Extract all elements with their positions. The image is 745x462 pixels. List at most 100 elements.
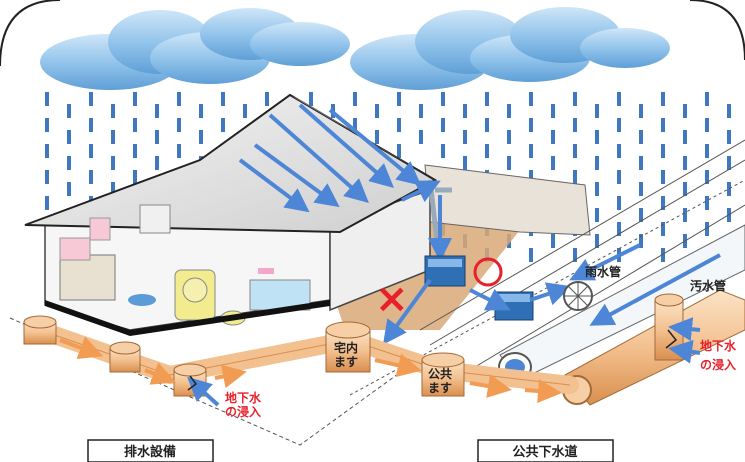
raindrop [67, 130, 71, 144]
raindrop [397, 118, 401, 132]
raindrop [89, 118, 93, 132]
raindrop [551, 156, 555, 170]
raindrop [177, 118, 181, 132]
raindrop [661, 92, 665, 106]
raindrop [177, 144, 181, 158]
groundwater-right-line2: の浸入 [700, 357, 736, 372]
raindrop [595, 130, 599, 144]
raindrop [639, 156, 643, 170]
raindrop [111, 156, 115, 170]
raindrop [45, 170, 49, 184]
masu-left-2 [109, 341, 141, 373]
raindrop [353, 118, 357, 132]
masu-takunai [325, 321, 371, 373]
rain-inspection-box [424, 255, 534, 321]
raindrop [573, 144, 577, 158]
raindrop [507, 130, 511, 144]
raindrop [617, 118, 621, 132]
raindrop [639, 104, 643, 118]
raindrop [243, 104, 247, 118]
sewage-pipe-label: 汚水管 [690, 278, 726, 293]
raindrop [441, 118, 445, 132]
raindrop [683, 208, 687, 222]
raindrop [397, 144, 401, 158]
raindrop [133, 92, 137, 106]
raindrop [111, 104, 115, 118]
raindrop [551, 130, 555, 144]
raindrop [45, 118, 49, 132]
roof-flow-arrows [238, 103, 452, 262]
raindrop [617, 144, 621, 158]
raindrop [661, 248, 665, 262]
raindrop [463, 156, 467, 170]
raindrop [89, 92, 93, 106]
raindrop [177, 92, 181, 106]
raindrop [683, 182, 687, 196]
raindrop [155, 156, 159, 170]
raindrop [595, 182, 599, 196]
rain-pipe-arrows [569, 243, 721, 326]
raindrop [441, 144, 445, 158]
kokyo-masu-line2: ます [428, 381, 452, 395]
raindrop [45, 144, 49, 158]
raindrop [683, 156, 687, 170]
raindrop [67, 104, 71, 118]
raindrop [529, 92, 533, 106]
raindrop [529, 170, 533, 184]
raindrop [507, 156, 511, 170]
rain-pipe-label: 雨水管 [585, 264, 621, 279]
raindrop [639, 234, 643, 248]
raindrop [45, 92, 49, 106]
raindrop [573, 118, 577, 132]
raindrop [463, 130, 467, 144]
orange-flow-arrows [59, 336, 562, 404]
raindrop [89, 144, 93, 158]
raindrop [551, 104, 555, 118]
raindrop [595, 156, 599, 170]
crack-right [665, 329, 678, 349]
raindrop [419, 130, 423, 144]
raindrop [375, 104, 379, 118]
raindrop [67, 182, 71, 196]
raindrop [573, 248, 577, 262]
groundwater-left-line1: 地下水 [225, 390, 262, 405]
masu-kokyo [421, 352, 465, 397]
raindrop [551, 234, 555, 248]
raindrop [661, 196, 665, 210]
public-sewer-label: 公共下水道 [512, 444, 577, 460]
groundwater-arrows [187, 317, 701, 407]
raindrop [221, 118, 225, 132]
raindrop [67, 156, 71, 170]
raindrop [111, 182, 115, 196]
takunai-masu-line1: 宅内 [334, 340, 358, 355]
raindrop [595, 234, 599, 248]
raindrop [309, 92, 313, 106]
raindrop [133, 144, 137, 158]
raindrop [155, 130, 159, 144]
cloud-right [350, 7, 670, 90]
drainage-facility-label: 排水設備 [124, 444, 176, 460]
raindrop [661, 222, 665, 236]
raindrop [683, 104, 687, 118]
groundwater-left-line2: の浸入 [225, 404, 261, 419]
raindrop [221, 92, 225, 106]
raindrop [89, 170, 93, 184]
raindrop [573, 92, 577, 106]
raindrop [705, 196, 709, 210]
raindrop [507, 104, 511, 118]
raindrop [529, 144, 533, 158]
raindrop [705, 92, 709, 106]
raindrop [661, 144, 665, 158]
raindrop [485, 144, 489, 158]
raindrop [683, 130, 687, 144]
raindrop [133, 118, 137, 132]
raindrop [45, 196, 49, 210]
raindrop [111, 130, 115, 144]
takunai-masu-line2: ます [334, 355, 358, 369]
raindrop [353, 92, 357, 106]
ground-flow-arrows [382, 278, 572, 345]
cloud-left [40, 8, 350, 90]
raindrop [463, 104, 467, 118]
raindrop [155, 104, 159, 118]
